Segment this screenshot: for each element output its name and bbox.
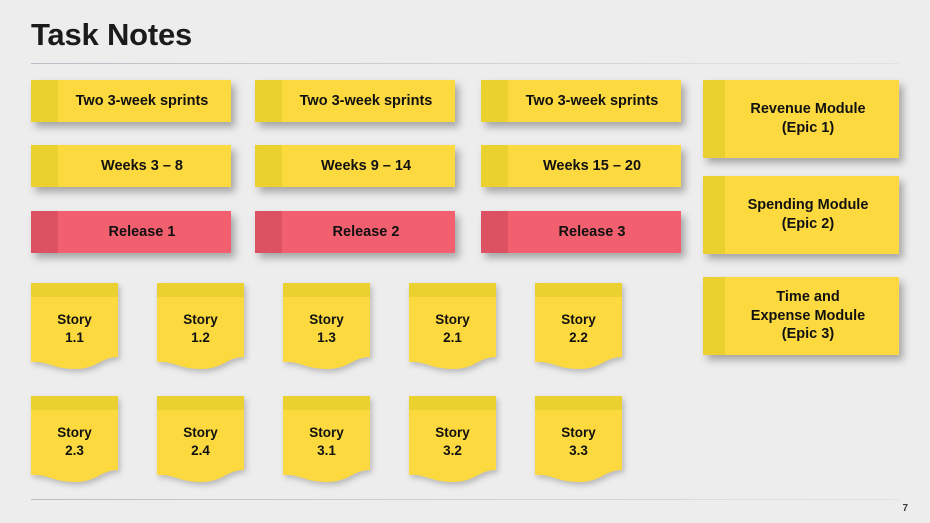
note-band — [703, 176, 725, 254]
sprint-note-1[interactable]: Two 3-week sprints — [31, 80, 231, 122]
release-note-1[interactable]: Release 1 — [31, 211, 231, 253]
epic-note-1-label: Revenue Module (Epic 1) — [750, 101, 866, 136]
story-card-label: Story 1.2 — [183, 312, 218, 345]
epic-note-2[interactable]: Spending Module (Epic 2) — [703, 176, 899, 254]
sticky-note-shape-icon — [283, 283, 370, 369]
note-band — [255, 211, 282, 253]
epic-note-3-label: Time and Expense Module (Epic 3) — [750, 289, 866, 343]
story-card-label: Story 3.1 — [309, 425, 344, 458]
note-band — [255, 80, 282, 122]
weeks-note-2[interactable]: Weeks 9 – 14 — [255, 145, 455, 187]
footer-divider — [31, 499, 899, 500]
weeks-note-2-label: Weeks 9 – 14 — [320, 157, 412, 174]
epic-note-2-label: Spending Module (Epic 2) — [747, 197, 869, 232]
story-card-label: Story 1.1 — [57, 312, 92, 345]
weeks-note-1-label: Weeks 3 – 8 — [101, 157, 183, 174]
sticky-note-shape-icon — [31, 396, 118, 482]
note-band — [255, 145, 282, 187]
title-divider — [31, 63, 899, 64]
sticky-note-shape-icon — [157, 396, 244, 482]
story-card-label: Story 2.3 — [57, 425, 92, 458]
sprint-note-1-label: Two 3-week sprints — [75, 92, 209, 109]
sticky-note-shape-icon — [535, 283, 622, 369]
story-card[interactable]: Story 3.2 — [409, 396, 496, 486]
story-card-label: Story 3.3 — [561, 425, 596, 458]
sticky-note-shape-icon — [283, 396, 370, 482]
story-card[interactable]: Story 3.3 — [535, 396, 622, 486]
sprint-note-2[interactable]: Two 3-week sprints — [255, 80, 455, 122]
story-card-label: Story 2.4 — [183, 425, 218, 458]
story-card[interactable]: Story 1.2 — [157, 283, 244, 373]
sprint-note-2-label: Two 3-week sprints — [299, 92, 433, 109]
weeks-note-3[interactable]: Weeks 15 – 20 — [481, 145, 681, 187]
story-card-label: Story 3.2 — [435, 425, 470, 458]
weeks-note-3-label: Weeks 15 – 20 — [542, 157, 642, 174]
page-title: Task Notes — [31, 17, 193, 52]
release-note-1-label: Release 1 — [108, 223, 176, 240]
epic-note-3[interactable]: Time and Expense Module (Epic 3) — [703, 277, 899, 355]
story-card[interactable]: Story 3.1 — [283, 396, 370, 486]
sticky-note-shape-icon — [157, 283, 244, 369]
weeks-note-1[interactable]: Weeks 3 – 8 — [31, 145, 231, 187]
sticky-note-shape-icon — [409, 396, 496, 482]
sticky-note-shape-icon — [409, 283, 496, 369]
release-note-3-label: Release 3 — [558, 223, 626, 240]
note-band — [31, 211, 58, 253]
sticky-note-shape-icon — [535, 396, 622, 482]
story-card[interactable]: Story 1.3 — [283, 283, 370, 373]
sprint-note-3[interactable]: Two 3-week sprints — [481, 80, 681, 122]
note-band — [481, 145, 508, 187]
epic-note-1[interactable]: Revenue Module (Epic 1) — [703, 80, 899, 158]
story-card[interactable]: Story 2.1 — [409, 283, 496, 373]
release-note-3[interactable]: Release 3 — [481, 211, 681, 253]
sticky-note-shape-icon — [31, 283, 118, 369]
note-band — [31, 80, 58, 122]
story-card-label: Story 1.3 — [309, 312, 344, 345]
story-card[interactable]: Story 1.1 — [31, 283, 118, 373]
story-card[interactable]: Story 2.2 — [535, 283, 622, 373]
note-band — [31, 145, 58, 187]
story-card-label: Story 2.1 — [435, 312, 470, 345]
note-band — [481, 80, 508, 122]
release-note-2-label: Release 2 — [332, 223, 400, 240]
story-card[interactable]: Story 2.4 — [157, 396, 244, 486]
story-card[interactable]: Story 2.3 — [31, 396, 118, 486]
page-number: 7 — [902, 503, 908, 514]
note-band — [481, 211, 508, 253]
story-card-label: Story 2.2 — [561, 312, 596, 345]
note-band — [703, 80, 725, 158]
note-band — [703, 277, 725, 355]
release-note-2[interactable]: Release 2 — [255, 211, 455, 253]
sprint-note-3-label: Two 3-week sprints — [525, 92, 659, 109]
